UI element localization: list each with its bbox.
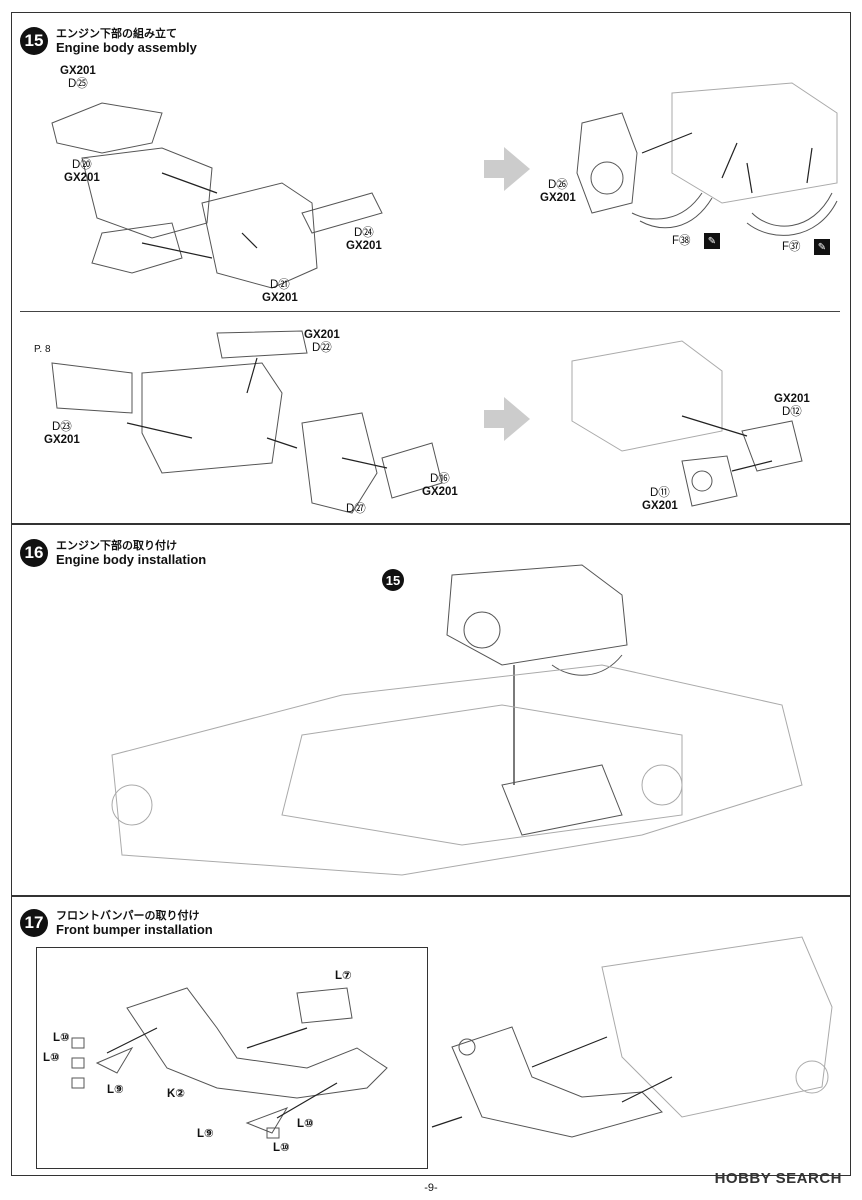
step-16-panel: 16 エンジン下部の取り付け Engine body installation …: [11, 524, 851, 896]
label-d11-part: D⑪: [650, 487, 670, 499]
page-number: -9-: [424, 1182, 438, 1194]
label-f38-part: F㊳: [672, 235, 691, 247]
label-d16-material: GX201: [422, 486, 458, 498]
label-l9-b: L⑨: [197, 1128, 214, 1140]
label-f38: F㊳: [672, 235, 691, 248]
label-d24-material: GX201: [346, 240, 382, 252]
label-k2: K②: [167, 1088, 186, 1100]
label-l10-a: L⑩: [53, 1032, 70, 1044]
step-title-jp: エンジン下部の取り付け: [56, 540, 177, 552]
step-17-panel: 17 フロントバンパーの取り付け Front bumper installati…: [11, 896, 851, 1176]
step-title-jp: エンジン下部の組み立て: [56, 28, 177, 40]
label-d26-material: GX201: [540, 192, 576, 204]
label-d21-part: D㉑: [270, 279, 290, 291]
step-number: 17: [20, 909, 48, 937]
label-p8: P. 8: [34, 344, 51, 355]
bumper-attached-chassis-illustration: [431, 936, 833, 1138]
sticker-icon: ✎: [814, 239, 830, 255]
step-title-en: Engine body installation: [56, 552, 207, 567]
step-reference-badge: 15: [382, 569, 404, 591]
sticker-icon: ✎: [704, 233, 720, 249]
label-d26-part: D㉖: [548, 179, 568, 191]
label-d21-material: GX201: [262, 292, 298, 304]
chassis-with-engine-illustration: [111, 564, 803, 876]
label-l7: L⑦: [335, 970, 352, 982]
flow-arrow-icon: [484, 397, 530, 441]
step-title-en: Engine body assembly: [56, 40, 197, 55]
label-l9-a: L⑨: [107, 1084, 124, 1096]
label-d22-part: D㉒: [312, 342, 332, 354]
watermark: HOBBY SEARCH: [714, 1170, 842, 1187]
engine-with-exhaust-illustration: [576, 82, 838, 236]
bumper-detail-box: L⑦ L⑩ L⑩ L⑨ K② L⑨ L⑩ L⑩: [36, 947, 428, 1169]
label-d23-part: D㉓: [52, 421, 72, 433]
step-number: 16: [20, 539, 48, 567]
engine-timing-cover-illustration: [571, 340, 803, 507]
label-d11-material: GX201: [642, 500, 678, 512]
step-title-jp: フロントバンパーの取り付け: [56, 910, 200, 922]
label-d20-material: GX201: [64, 172, 100, 184]
label-d25-part: D㉕: [68, 78, 88, 90]
step-divider: [20, 311, 840, 312]
step-title-en: Front bumper installation: [56, 922, 213, 937]
engine-block-parts-illustration: [51, 102, 383, 289]
label-l10-c: L⑩: [297, 1118, 314, 1130]
label-d12-material: GX201: [774, 393, 810, 405]
front-bumper-parts-illustration: [71, 987, 388, 1139]
label-d16-part: D⑯: [430, 473, 450, 485]
label-d23-material: GX201: [44, 434, 80, 446]
label-l10-d: L⑩: [273, 1142, 290, 1154]
label-d27-part: D㉗: [346, 503, 366, 515]
label-d22-material: GX201: [304, 329, 340, 341]
flow-arrow-icon: [484, 147, 530, 191]
label-f37: F㊲: [782, 241, 801, 254]
label-d25-material: GX201: [60, 65, 96, 77]
step-number: 15: [20, 27, 48, 55]
label-d24-part: D㉔: [354, 227, 374, 239]
engine-front-parts-illustration: [51, 330, 443, 514]
label-f37-part: F㊲: [782, 241, 801, 253]
label-d20-part: D⑳: [72, 159, 92, 171]
label-d12-part: D⑫: [782, 406, 802, 418]
label-d27: D㉗: [346, 503, 366, 516]
label-l10-b: L⑩: [43, 1052, 60, 1064]
step-15-panel: 15 エンジン下部の組み立て Engine body assembly GX20…: [11, 12, 851, 524]
